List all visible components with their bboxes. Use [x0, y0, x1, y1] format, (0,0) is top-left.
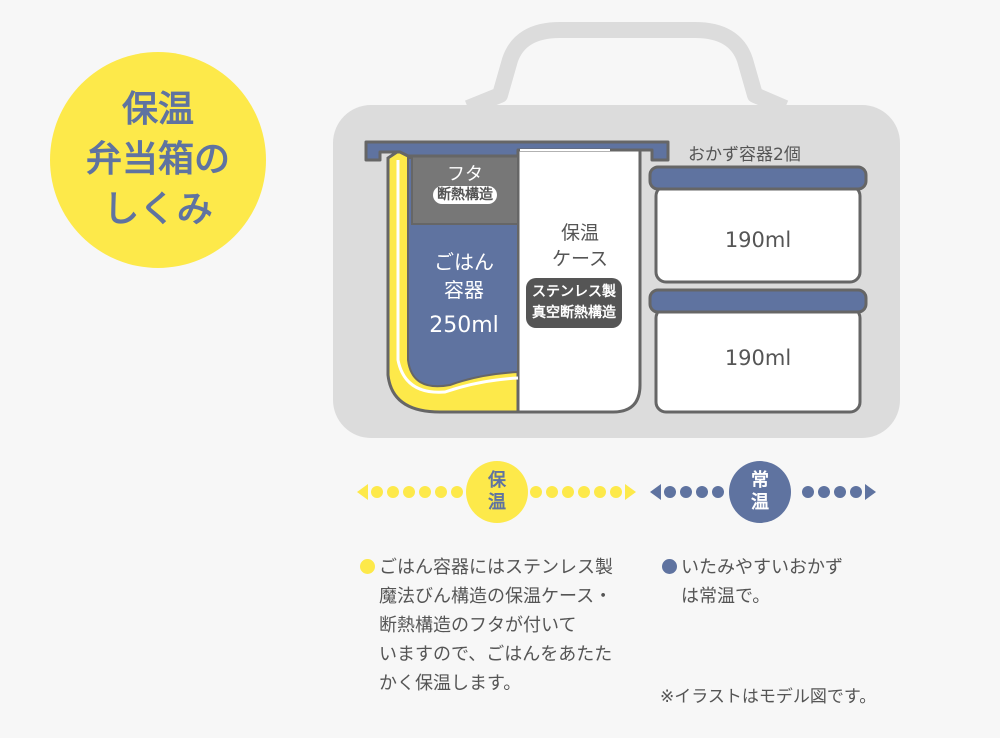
dot-mark — [680, 486, 692, 498]
title-badge: 保温 弁当箱の しくみ — [50, 52, 266, 268]
arrow-right-icon — [865, 484, 876, 500]
dot-mark — [435, 486, 447, 498]
title-line: 弁当箱の — [85, 139, 230, 180]
label-line: ごはん — [434, 250, 494, 274]
badge-char: 常 — [751, 470, 769, 491]
dot-mark — [419, 486, 431, 498]
lid-label: フタ — [447, 164, 483, 185]
note-line: かく保温します。 — [379, 673, 522, 694]
note-line: は常温で。 — [681, 586, 771, 607]
navy-bullet-icon — [662, 559, 677, 574]
arrow-left-icon — [357, 484, 368, 500]
dot-mark — [578, 486, 590, 498]
dot-mark — [818, 486, 830, 498]
dot-mark — [696, 486, 708, 498]
bottom-volume: 190ml — [724, 346, 792, 370]
warm-badge: 保 温 — [466, 461, 528, 523]
lid-badge: 断熱構造 — [433, 186, 497, 204]
bag-handle — [464, 22, 789, 116]
rice-volume: 250ml — [429, 313, 499, 338]
note-line: 断熱構造のフタが付いて — [379, 615, 577, 636]
note-line: いたみやすいおかず — [681, 557, 843, 578]
title-line: しくみ — [103, 189, 213, 230]
label-line: 容器 — [444, 278, 484, 302]
disclaimer: ※イラストはモデル図です。 — [660, 687, 877, 707]
dot-mark — [371, 486, 383, 498]
top-volume: 190ml — [724, 228, 792, 252]
room-badge: 常 温 — [729, 461, 791, 523]
dot-mark — [834, 486, 846, 498]
warm-arrow — [357, 484, 636, 500]
note-line: いますので、ごはんをあたた — [379, 644, 613, 665]
dot-mark — [594, 486, 606, 498]
badge-char: 保 — [488, 470, 506, 491]
arrow-left-icon — [650, 484, 661, 500]
arrow-right-icon — [625, 484, 636, 500]
badge-line: ステンレス製 — [532, 284, 616, 300]
case-label: 保温 ケース — [520, 220, 640, 272]
title-line: 保温 — [121, 89, 194, 130]
dot-mark — [610, 486, 622, 498]
label-line: 保温 — [560, 222, 599, 244]
side-containers-heading: おかず容器2個 — [688, 145, 801, 165]
badge-char: 温 — [488, 492, 506, 513]
side-container-top-lid — [648, 165, 868, 191]
dot-mark — [530, 486, 542, 498]
rice-container-label: ごはん 容器 250ml — [410, 248, 518, 340]
room-arrow — [650, 484, 876, 500]
dot-mark — [387, 486, 399, 498]
dot-mark — [850, 486, 862, 498]
dot-mark — [712, 486, 724, 498]
rice-container-inner-wall — [396, 160, 519, 394]
dot-mark — [802, 486, 814, 498]
badge-line: 真空断熱構造 — [532, 305, 616, 321]
yellow-bullet-icon — [360, 559, 375, 574]
dot-mark — [562, 486, 574, 498]
dot-mark — [451, 486, 463, 498]
warm-note: ごはん容器にはステンレス製 魔法びん構造の保温ケース・ 断熱構造のフタが付いて … — [360, 553, 613, 698]
room-note: いたみやすいおかず は常温で。 — [662, 553, 843, 611]
case-lid — [364, 140, 670, 162]
label-line: ケース — [551, 248, 609, 270]
badge-char: 温 — [751, 492, 769, 513]
case-badge: ステンレス製 真空断熱構造 — [526, 278, 622, 328]
dot-mark — [546, 486, 558, 498]
note-line: ごはん容器にはステンレス製 — [379, 557, 613, 578]
dot-mark — [403, 486, 415, 498]
dot-mark — [664, 486, 676, 498]
note-line: 魔法びん構造の保温ケース・ — [379, 586, 613, 607]
side-container-bottom-lid — [648, 288, 868, 314]
